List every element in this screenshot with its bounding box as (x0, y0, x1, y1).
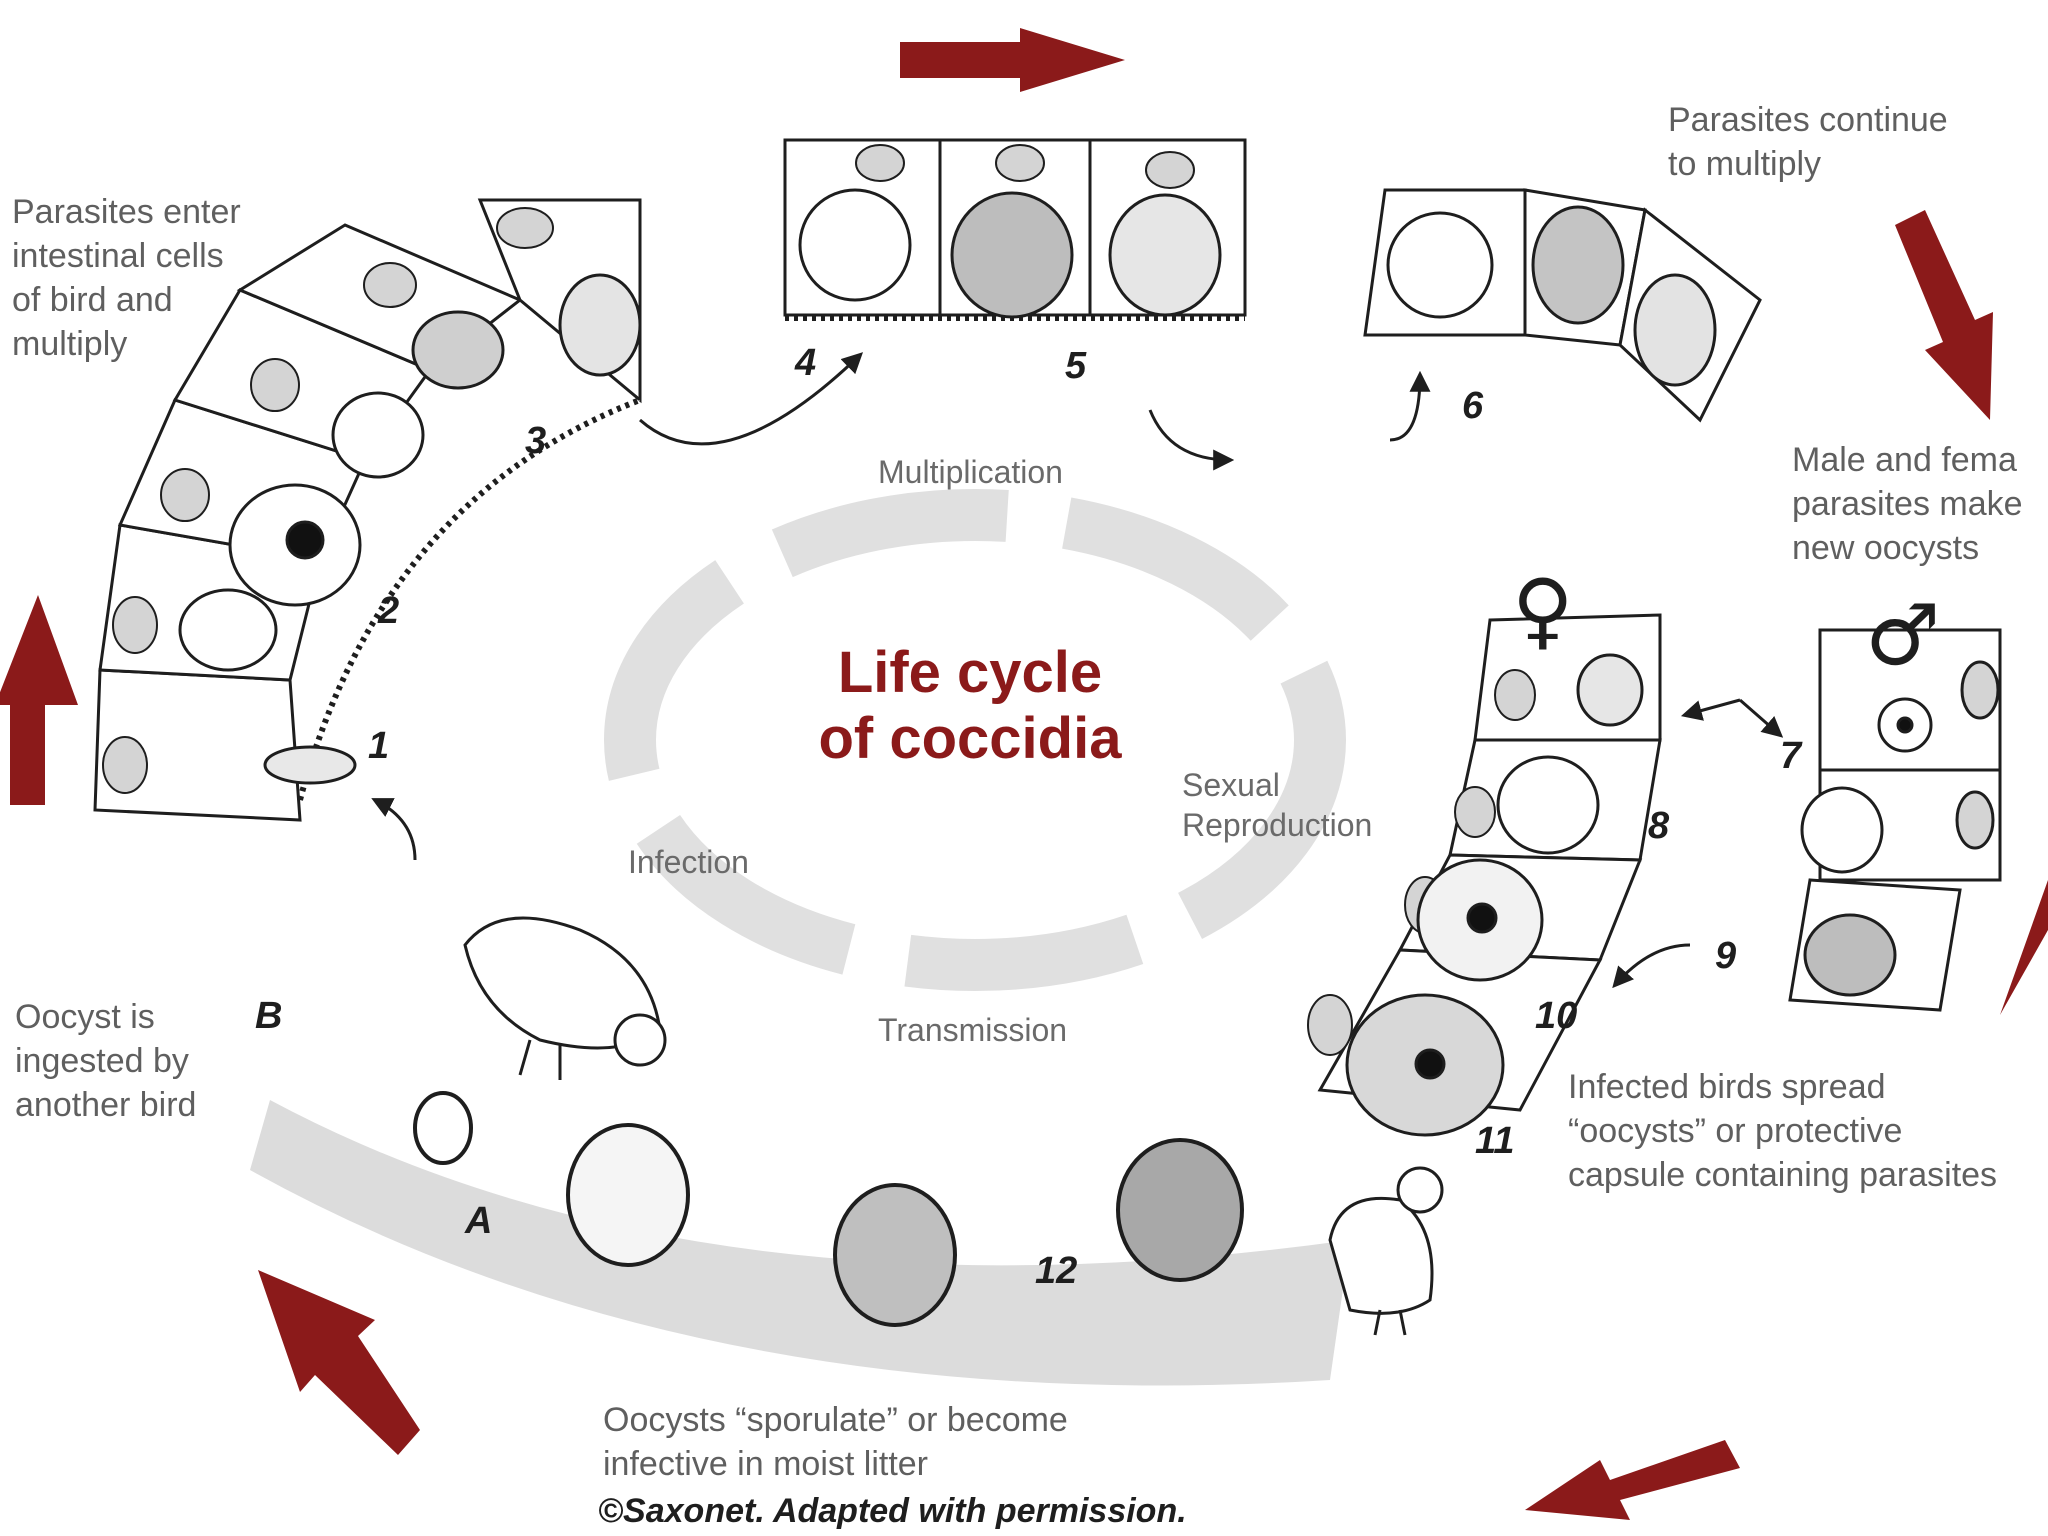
stage-number-10: 10 (1535, 995, 1578, 1037)
stage-number-9: 9 (1715, 935, 1737, 977)
schizonts-upper-right (1386, 205, 1717, 387)
female-symbol-icon: ♀ (1512, 561, 1574, 659)
red-arrow-right (2000, 880, 2048, 1015)
red-arrow-top-right (1895, 210, 1993, 420)
stage-number-3: 3 (525, 420, 547, 462)
stage-number-11: 11 (1475, 1120, 1515, 1162)
bird-eating (463, 916, 667, 1080)
stage-number-7: 7 (1780, 735, 1802, 777)
stage-number-1: 1 (368, 725, 390, 767)
cell-nuclei-top (855, 144, 1195, 189)
stage-number-8: 8 (1648, 805, 1670, 847)
stage-number-6: 6 (1462, 385, 1484, 427)
cycle-direction-arrows (0, 28, 2048, 1520)
male-gametocytes (1800, 660, 2000, 997)
male-symbol-icon: ♂ (1865, 586, 1941, 684)
stage-letter-b: B (255, 995, 283, 1037)
litter-band (250, 1100, 1350, 1386)
phase-label-multiplication: Multiplication (878, 454, 1063, 490)
cell-nuclei-left (102, 207, 554, 794)
phase-label-sexual-reproduction: Sexual Reproduction (1182, 767, 1373, 843)
annotation-birds-spread: Infected birds spread “oocysts” or prote… (1568, 1068, 1998, 1194)
bird-standing (1328, 1166, 1444, 1336)
schizonts-top (798, 188, 1222, 319)
stage-letter-a: A (465, 1200, 493, 1242)
phase-ring (604, 489, 1346, 991)
stage-number-5: 5 (1065, 345, 1087, 387)
annotation-parasites-enter: Parasites enter intestinal cells of bird… (12, 193, 241, 363)
diagram-title: Life cycle of coccidia (818, 640, 1122, 771)
gamonts-right (1345, 653, 1644, 1137)
phase-label-infection: Infection (628, 844, 749, 880)
annotation-oocysts-sporulate: Oocysts “sporulate” or become infective … (603, 1401, 1068, 1483)
oocysts-litter (413, 1091, 1244, 1327)
stage-number-4: 4 (795, 342, 817, 384)
stage-number-12: 12 (1035, 1250, 1078, 1292)
red-arrow-left (0, 595, 78, 805)
phase-label-transmission: Transmission (878, 1012, 1068, 1048)
red-arrow-top (900, 28, 1125, 92)
annotation-parasites-continue: Parasites continue to multiply (1668, 101, 1948, 183)
image-credit: ©Saxonet. Adapted with permission. (598, 1492, 1187, 1530)
annotation-oocyst-ingested: Oocyst is ingested by another bird (15, 998, 197, 1124)
red-arrow-bottom-left (258, 1270, 420, 1455)
red-arrow-bottom-right (1525, 1440, 1740, 1520)
parasite-stages-left (178, 273, 642, 785)
stage-number-2: 2 (378, 590, 400, 632)
stage-arrows (371, 352, 1784, 989)
annotation-new-oocysts: Male and fema parasites make new oocysts (1792, 441, 2023, 567)
